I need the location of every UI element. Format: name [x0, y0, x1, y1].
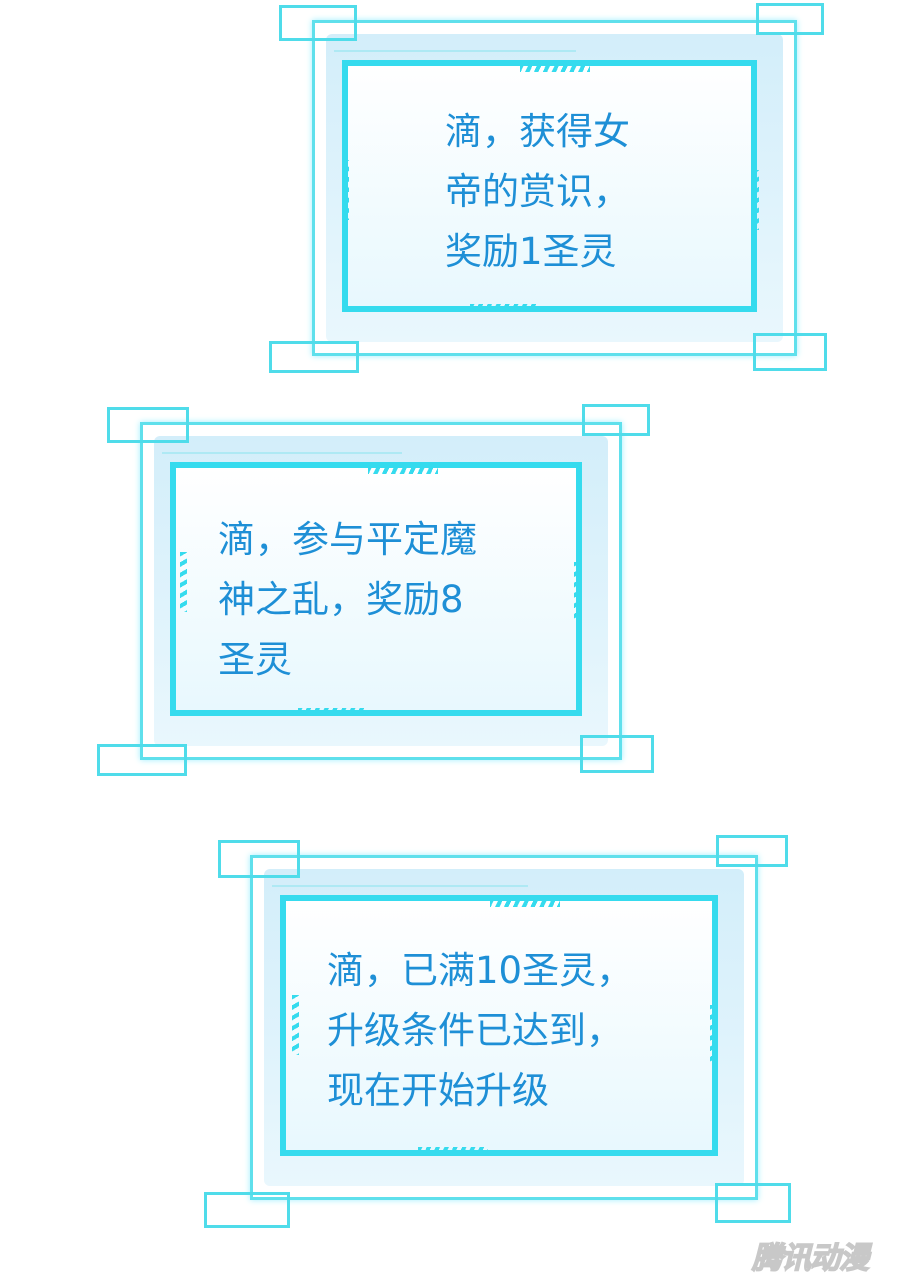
notification-box-1: 滴，获得女 帝的赏识， 奖励1圣灵 — [312, 20, 797, 356]
frame-stripe — [418, 1147, 488, 1155]
frame-panel — [334, 50, 757, 312]
frame-stripe — [292, 995, 299, 1055]
frame-panel — [272, 885, 718, 1156]
frame-outer — [312, 20, 797, 356]
frame-outer — [140, 422, 622, 760]
frame-corner — [269, 341, 359, 373]
notification-text: 滴，获得女 帝的赏识， 奖励1圣灵 — [445, 110, 630, 273]
frame-outer — [250, 855, 758, 1200]
frame-corner — [107, 407, 189, 443]
frame-stripe — [710, 1005, 717, 1065]
frame-stripe — [342, 160, 349, 220]
frame-corner — [204, 1192, 290, 1228]
frame-stripe — [520, 64, 590, 72]
notification-box-3: 滴，已满10圣灵， 升级条件已达到， 现在开始升级 — [250, 855, 758, 1200]
frame-corner — [715, 1183, 791, 1223]
frame-stripe — [368, 466, 438, 474]
frame-stripe — [752, 170, 759, 230]
frame-corner — [218, 840, 300, 878]
frame-stripe — [470, 304, 540, 312]
frame-stripe — [298, 708, 368, 716]
frame-corner — [580, 735, 654, 773]
notification-box-2: 滴，参与平定魔 神之乱，奖励8 圣灵 — [140, 422, 622, 760]
frame-corner — [753, 333, 827, 371]
notification-text: 滴，已满10圣灵， 升级条件已达到， 现在开始升级 — [327, 949, 634, 1112]
frame-stripe — [180, 552, 187, 612]
frame-corner — [279, 5, 357, 41]
frame-corner — [756, 3, 824, 35]
frame-stripe — [490, 899, 560, 907]
frame-corner — [716, 835, 788, 867]
frame-corner — [582, 404, 650, 436]
frame-corner — [97, 744, 187, 776]
frame-stripe — [574, 562, 581, 622]
notification-text: 滴，参与平定魔 神之乱，奖励8 圣灵 — [218, 518, 477, 681]
frame-panel — [162, 452, 582, 716]
watermark-logo: 腾讯动漫 — [751, 1240, 870, 1277]
